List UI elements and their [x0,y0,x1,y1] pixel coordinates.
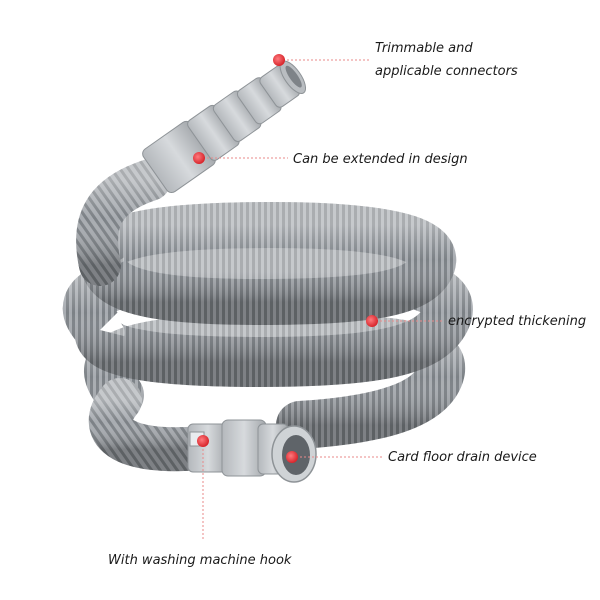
callout-extended: Can be extended in design [293,152,468,167]
callout-connectors-line2: applicable connectors [375,64,518,79]
hose-riser [76,159,171,286]
top-connector [142,60,307,194]
hose-lower-end [88,378,222,472]
marker-thickening [366,315,378,327]
callout-hook: With washing machine hook [108,553,292,568]
callout-leader-lines [199,59,444,540]
marker-connectors [273,54,285,66]
callout-connectors: Trimmable and applicable connectors [375,37,555,83]
callout-markers [193,54,378,463]
marker-extended [193,152,205,164]
callout-drain: Card floor drain device [388,450,537,465]
callout-thickening: encrypted thickening [448,314,587,329]
drain-connector [187,419,317,483]
marker-hook [197,435,209,447]
hose-coil-top [78,201,456,326]
callout-connectors-line1: Trimmable and [375,41,473,56]
marker-drain [286,451,298,463]
